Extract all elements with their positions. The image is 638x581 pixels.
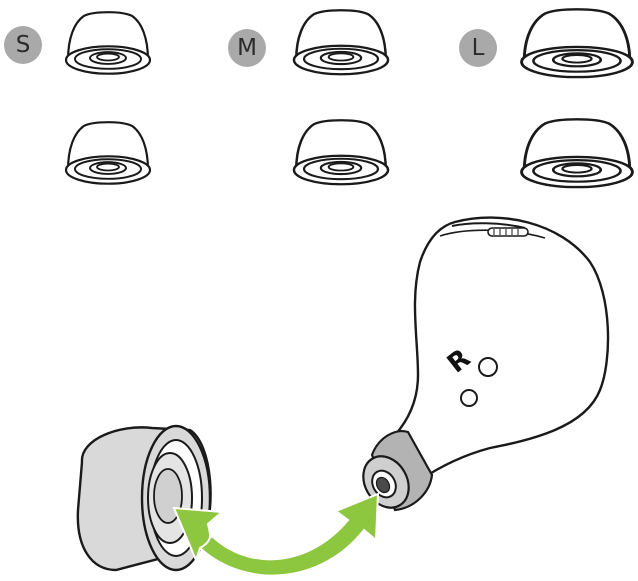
ear-tip-small-icon [64,11,152,185]
size-badge-medium: M [228,29,266,67]
size-badge-large: L [459,29,497,67]
ear-tip-medium-icon [292,9,390,186]
ear-tip-large-icon [520,7,634,189]
size-badge-small: S [4,26,42,64]
earbud-icon [362,216,610,512]
swap-arrow-icon [172,492,380,577]
